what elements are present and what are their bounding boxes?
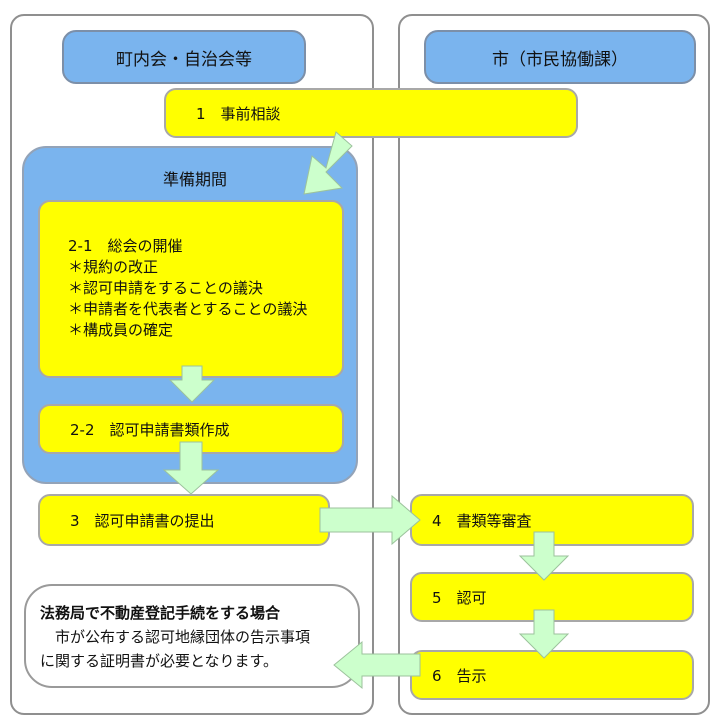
arrow-down [168, 365, 216, 403]
arrow-down-left [303, 131, 353, 195]
step-2-1-item: ＊規約の改正 [68, 258, 159, 276]
registration-note-line: 市が公布する認可地縁団体の告示事項 [40, 628, 311, 646]
step-6-public-notice: 6 告示 [410, 650, 694, 700]
step-2-1-general-meeting: 2-1 総会の開催 ＊規約の改正 ＊認可申請をすることの議決 ＊申請者を代表者と… [38, 200, 344, 378]
step-2-1-item: ＊構成員の確定 [68, 321, 174, 339]
arrow-down [162, 441, 220, 495]
preparation-period-title: 準備期間 [162, 170, 227, 189]
registration-note-line: に関する証明書が必要となります。 [40, 652, 279, 670]
step-2-1-title: 2-1 総会の開催 [68, 237, 183, 255]
step-1-consultation: 1 事前相談 [164, 88, 578, 138]
arrow-down [518, 531, 570, 581]
step-3-submit-application: 3 認可申請書の提出 [38, 494, 330, 546]
step-2-2-prepare-documents: 2-2 認可申請書類作成 [38, 404, 344, 454]
lane-header-residents: 町内会・自治会等 [62, 30, 306, 84]
registration-note: 法務局で不動産登記手続をする場合 市が公布する認可地縁団体の告示事項 に関する証… [24, 584, 360, 688]
arrow-right [319, 494, 421, 546]
step-2-1-item: ＊申請者を代表者とすることの議決 [68, 300, 308, 318]
arrow-left [333, 640, 421, 690]
lane-header-city: 市（市民協働課） [424, 30, 696, 84]
step-2-1-item: ＊認可申請をすることの議決 [68, 279, 263, 297]
registration-note-title: 法務局で不動産登記手続をする場合 [40, 604, 281, 622]
arrow-down [518, 609, 570, 659]
